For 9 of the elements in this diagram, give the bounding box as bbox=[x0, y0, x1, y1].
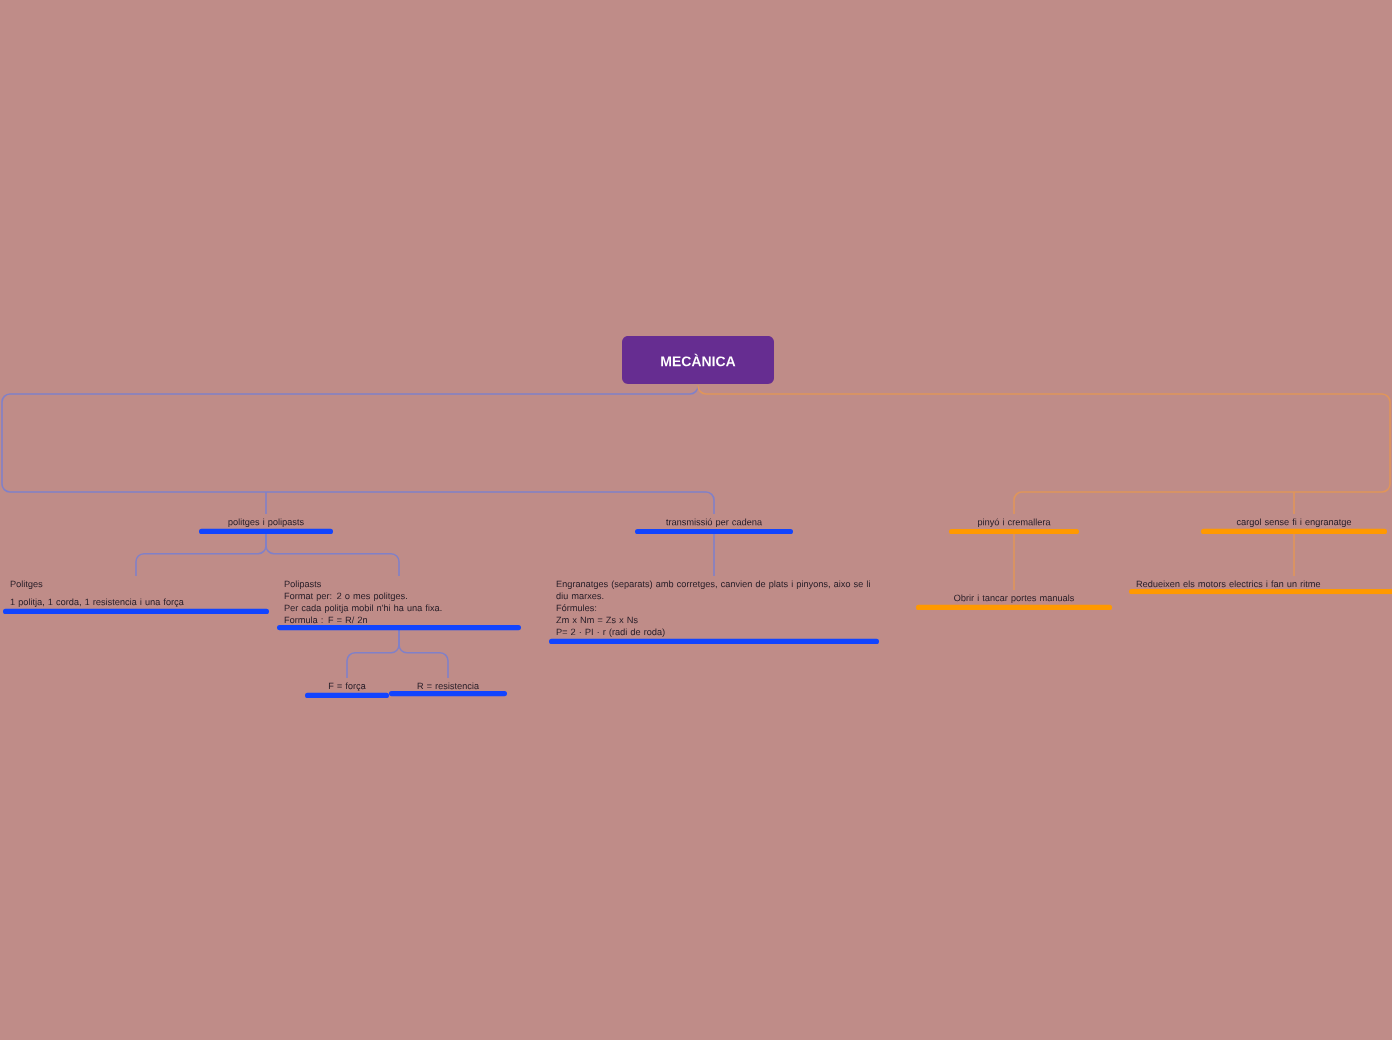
connector-line bbox=[1293, 491, 1295, 515]
connector-line bbox=[697, 383, 1391, 515]
connector-line bbox=[265, 491, 267, 515]
connector-line bbox=[1, 383, 715, 515]
connector-line bbox=[398, 626, 449, 679]
connector-line bbox=[713, 530, 715, 577]
connector-line bbox=[1013, 530, 1015, 591]
connector-line bbox=[1293, 530, 1295, 577]
connector-line bbox=[265, 530, 400, 577]
